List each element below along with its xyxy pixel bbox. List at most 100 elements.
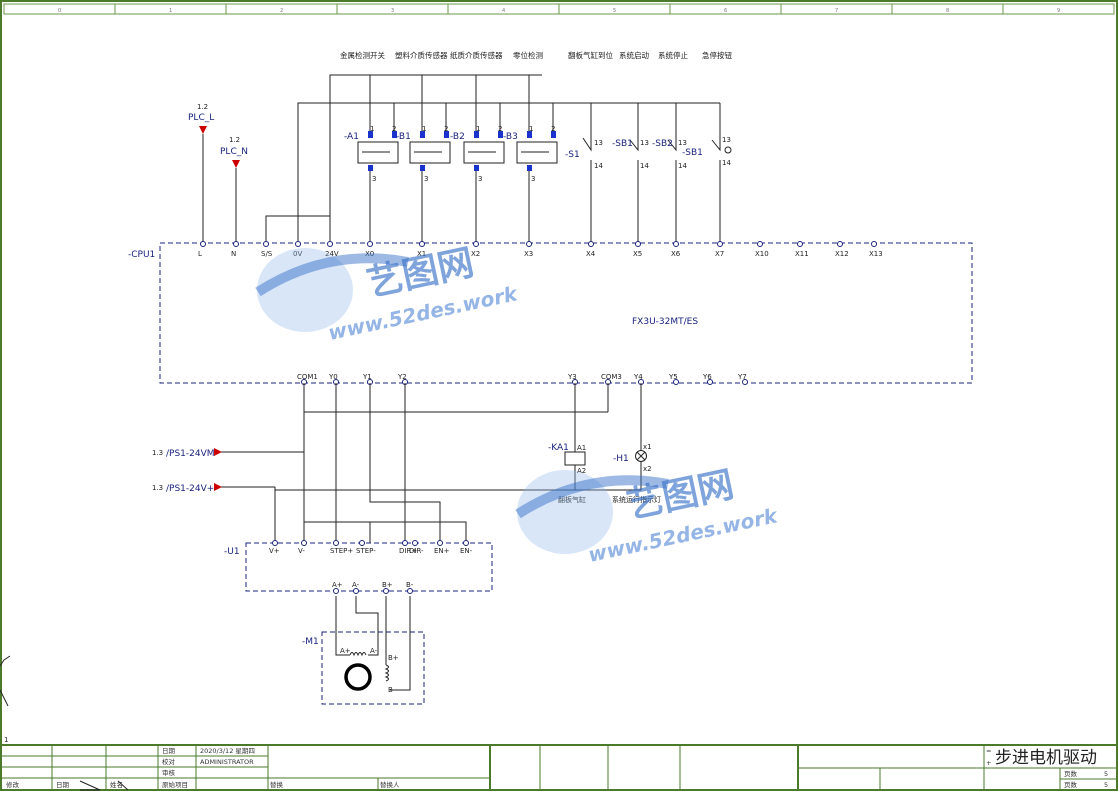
top-label-zero: 零位检测 (513, 50, 543, 60)
top-label-plastic: 塑料介质传感器 (395, 50, 448, 60)
svg-text:3: 3 (478, 175, 482, 183)
svg-text:-A1: -A1 (344, 132, 359, 142)
cpu-input-3 (295, 241, 301, 247)
svg-text:1: 1 (529, 125, 533, 133)
svg-text:3: 3 (531, 175, 535, 183)
svg-text:日期: 日期 (162, 747, 176, 755)
driver-out-2 (383, 588, 389, 594)
driver-terminal-5 (412, 540, 418, 546)
svg-text:Y6: Y6 (702, 373, 712, 381)
relay-ka1: -KA1 A1 A2 翻板气缸 (548, 443, 586, 504)
svg-text:姓名: 姓名 (110, 780, 123, 789)
grid-col-9: 9 (1057, 8, 1060, 14)
driver-terminal-3 (359, 540, 365, 546)
svg-text:Y4: Y4 (633, 373, 643, 381)
svg-text:/PS1-24VM: /PS1-24VM (166, 449, 215, 459)
svg-text:-SB2: -SB2 (652, 139, 673, 149)
top-label-flip: 翻板气缸到位 (568, 50, 613, 60)
svg-text:DIR+: DIR+ (399, 547, 417, 555)
svg-text:翻板气缸: 翻板气缸 (558, 495, 586, 504)
grid-col-5: 5 (613, 8, 616, 14)
globe-icon (257, 248, 353, 332)
top-labels: 金属检测开关 塑料介质传感器 纸质介质传感器 零位检测 翻板气缸到位 系统启动 … (340, 50, 732, 60)
svg-text:A2: A2 (577, 467, 586, 475)
svg-text:X13: X13 (869, 250, 883, 258)
driver-designation: -U1 (224, 547, 240, 557)
svg-text:=: = (986, 747, 991, 755)
svg-text:1: 1 (370, 125, 374, 133)
svg-text:A-: A- (370, 647, 378, 655)
top-label-metal: 金属检测开关 (340, 50, 385, 60)
svg-text:2: 2 (551, 125, 555, 133)
svg-text:13: 13 (594, 139, 603, 147)
svg-text:A+: A+ (340, 647, 351, 655)
title-block: 日期 2020/3/12 星期四 校对 ADMINISTRATOR 审核 原始项… (0, 744, 1118, 792)
svg-text:Y2: Y2 (397, 373, 407, 381)
driver-out-0 (333, 588, 339, 594)
arrow-right-icon (214, 448, 222, 456)
svg-text:x1: x1 (643, 443, 652, 451)
grid-col-7: 7 (835, 8, 838, 14)
top-label-estop: 急停按钮 (702, 50, 732, 60)
svg-text:PLC_N: PLC_N (220, 147, 248, 157)
svg-text:DIR-: DIR- (409, 547, 424, 555)
svg-text:14: 14 (722, 159, 731, 167)
cpu-input-12 (717, 241, 723, 247)
svg-text:A1: A1 (577, 444, 586, 452)
drawing-title: 步进电机驱动 (995, 748, 1097, 768)
cpu-input-0 (200, 241, 206, 247)
svg-text:X11: X11 (795, 250, 809, 258)
svg-text:A-: A- (352, 581, 360, 589)
svg-text:X1: X1 (417, 250, 426, 258)
driver-out-1 (353, 588, 359, 594)
cpu-output-9 (742, 379, 748, 385)
svg-text:x2: x2 (643, 465, 652, 473)
cpu-output-7 (673, 379, 679, 385)
svg-text:X2: X2 (471, 250, 480, 258)
svg-text:A+: A+ (332, 581, 343, 589)
svg-text:N: N (231, 250, 236, 258)
svg-text:5: 5 (1104, 781, 1108, 789)
svg-text:13: 13 (678, 139, 687, 147)
svg-text:13: 13 (640, 139, 649, 147)
svg-text:X10: X10 (755, 250, 769, 258)
driver-terminal-1 (301, 540, 307, 546)
cpu-input-10 (635, 241, 641, 247)
cpu-output-8 (707, 379, 713, 385)
svg-text:替换人: 替换人 (380, 780, 400, 789)
motor-designation: -M1 (302, 637, 319, 647)
driver-terminal-0 (272, 540, 278, 546)
grid-col-8: 8 (946, 8, 949, 14)
plc-n-feed: 1.2 PLC_N (220, 136, 248, 243)
svg-text:-B2: -B2 (450, 132, 465, 142)
svg-text:COM1: COM1 (297, 373, 318, 381)
lamp-h1: -H1 x1 x2 系统运行指示灯 (612, 443, 661, 504)
cpu-input-6 (419, 241, 425, 247)
cpu-input-4 (327, 241, 333, 247)
cpu-model: FX3U-32MT/ES (632, 317, 698, 327)
top-label-stop: 系统停止 (658, 50, 688, 60)
svg-text:-KA1: -KA1 (548, 443, 569, 453)
grid-col-2: 2 (280, 8, 283, 14)
watermark-1: 艺图网 www.52des.work (255, 242, 521, 345)
svg-text:-H1: -H1 (613, 454, 629, 464)
svg-text:14: 14 (594, 162, 603, 170)
svg-text:S/S: S/S (261, 250, 273, 258)
svg-text:2: 2 (444, 125, 448, 133)
driver-terminal-2 (333, 540, 339, 546)
cpu-input-13 (757, 241, 763, 247)
svg-text:5: 5 (1104, 770, 1108, 778)
driver-out-3 (407, 588, 413, 594)
svg-text:+: + (986, 759, 991, 767)
svg-text:Y5: Y5 (668, 373, 678, 381)
cpu-designation: -CPU1 (128, 250, 155, 260)
svg-text:COM3: COM3 (601, 373, 622, 381)
svg-text:14: 14 (640, 162, 649, 170)
svg-text:14: 14 (678, 162, 687, 170)
cpu-input-9 (588, 241, 594, 247)
svg-text:3: 3 (372, 175, 376, 183)
